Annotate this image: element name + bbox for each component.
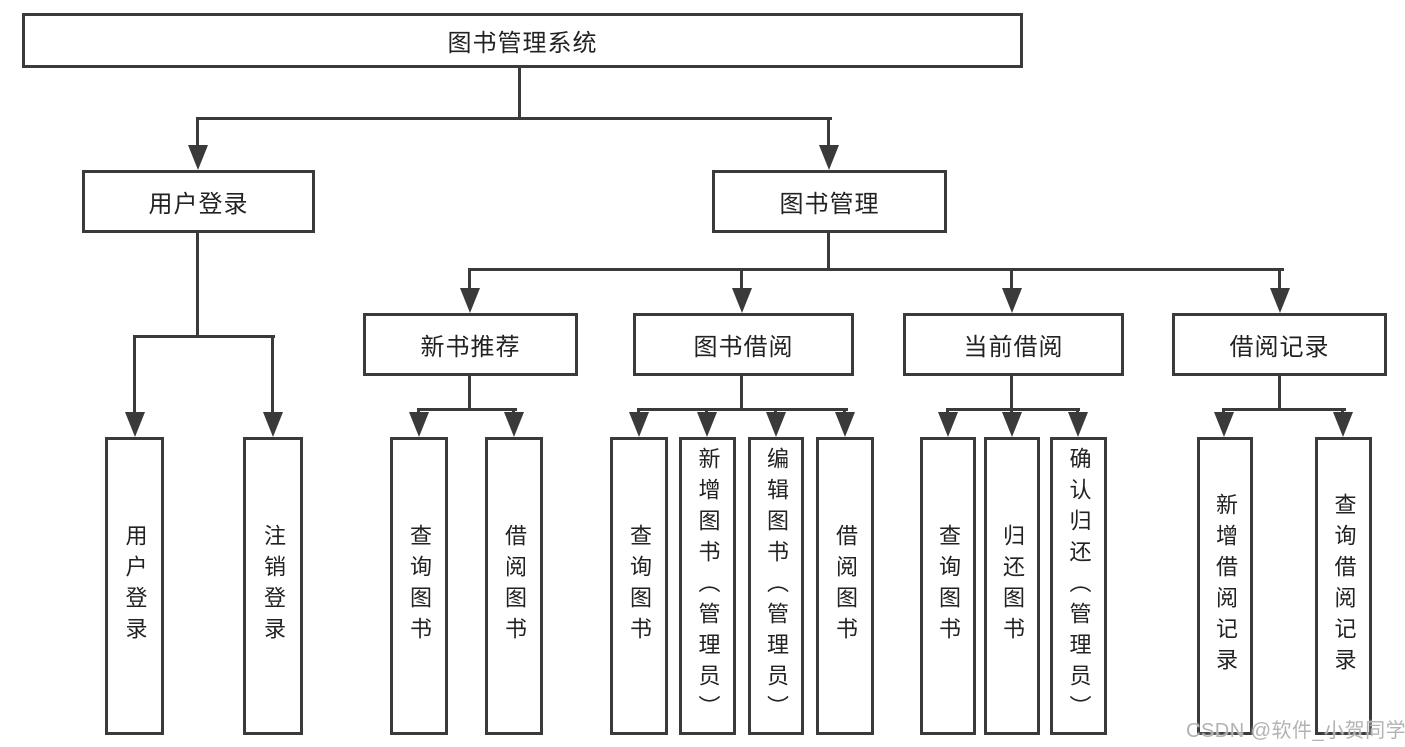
node-user-login: 用户登录	[82, 170, 315, 233]
node-new-book-recommend-label: 新书推荐	[420, 334, 521, 361]
arrowhead-down-icon	[938, 412, 958, 437]
arrowhead-down-icon	[1333, 412, 1353, 437]
node-borrow-records-label: 借阅记录	[1229, 334, 1330, 361]
arrowhead-down-icon	[835, 412, 855, 437]
edge-line	[196, 232, 199, 336]
edge-line	[1010, 268, 1013, 293]
edge-line	[740, 375, 743, 409]
arrowhead-down-icon	[263, 412, 283, 437]
edge-line	[1278, 376, 1281, 409]
leaf-cb-query-book: 查询图书	[920, 437, 976, 735]
leaf-bb-query-book-label: 查询图书	[627, 524, 652, 648]
leaf-cb-return-book: 归还图书	[984, 437, 1040, 735]
node-user-login-label: 用户登录	[148, 191, 249, 218]
arrowhead-down-icon	[460, 288, 480, 313]
arrowhead-down-icon	[1002, 412, 1022, 437]
edge-line	[827, 117, 830, 149]
leaf-bb-edit-book: 编辑图书（管理员）	[748, 437, 804, 735]
node-new-book-recommend: 新书推荐	[363, 313, 578, 376]
leaf-bb-add-book: 新增图书（管理员）	[679, 437, 736, 735]
leaf-bb-borrow-book-label: 借阅图书	[833, 524, 858, 648]
node-root-label: 图书管理系统	[447, 30, 598, 57]
node-current-borrow: 当前借阅	[903, 313, 1124, 376]
leaf-nbr-borrow-book: 借阅图书	[485, 437, 543, 735]
leaf-br-query-record: 查询借阅记录	[1315, 437, 1372, 735]
node-book-management-label: 图书管理	[779, 191, 880, 218]
arrowhead-down-icon	[409, 412, 429, 437]
edge-line	[827, 232, 830, 270]
leaf-cb-confirm-return: 确认归还（管理员）	[1050, 437, 1107, 735]
leaf-br-add-record: 新增借阅记录	[1197, 437, 1253, 735]
arrowhead-down-icon	[125, 412, 145, 437]
edge-line	[740, 268, 743, 293]
arrowhead-down-icon	[697, 412, 717, 437]
leaf-cb-confirm-return-label: 确认归还（管理员）	[1066, 446, 1092, 726]
node-book-borrow: 图书借阅	[633, 313, 854, 376]
leaf-br-query-record-label: 查询借阅记录	[1331, 493, 1357, 679]
edge-line	[196, 117, 832, 120]
edge-line	[468, 376, 471, 409]
edge-line	[468, 268, 471, 293]
leaf-bb-borrow-book: 借阅图书	[816, 437, 874, 735]
leaf-nbr-query-book: 查询图书	[390, 437, 448, 735]
edge-line	[133, 335, 275, 338]
edge-line	[196, 117, 199, 149]
leaf-bb-query-book: 查询图书	[610, 437, 668, 735]
edge-line	[271, 335, 274, 415]
leaf-user-login-label: 用户登录	[122, 524, 148, 648]
node-current-borrow-label: 当前借阅	[963, 334, 1064, 361]
leaf-bb-edit-book-label: 编辑图书（管理员）	[764, 446, 789, 726]
arrowhead-down-icon	[1270, 288, 1290, 313]
node-book-borrow-label: 图书借阅	[693, 334, 794, 361]
edge-line	[133, 335, 136, 415]
leaf-cb-return-book-label: 归还图书	[1000, 524, 1025, 648]
leaf-user-login: 用户登录	[105, 437, 164, 735]
arrowhead-down-icon	[766, 412, 786, 437]
edge-line	[1278, 268, 1281, 293]
leaf-cb-query-book-label: 查询图书	[936, 524, 961, 648]
leaf-nbr-borrow-book-label: 借阅图书	[502, 524, 527, 648]
leaf-logout: 注销登录	[243, 437, 303, 735]
node-book-management: 图书管理	[712, 170, 947, 233]
edge-line	[468, 268, 1284, 271]
node-root: 图书管理系统	[22, 13, 1023, 68]
leaf-bb-add-book-label: 新增图书（管理员）	[695, 446, 721, 726]
arrowhead-down-icon	[504, 412, 524, 437]
csdn-watermark: CSDN @软件_小贺同学	[1186, 720, 1405, 742]
edge-line	[417, 408, 517, 411]
leaf-logout-label: 注销登录	[261, 524, 286, 648]
arrowhead-down-icon	[819, 145, 839, 170]
edge-line	[946, 408, 1080, 411]
arrowhead-down-icon	[1002, 288, 1022, 313]
arrowhead-down-icon	[1068, 412, 1088, 437]
edge-line	[518, 68, 521, 117]
leaf-nbr-query-book-label: 查询图书	[407, 524, 432, 648]
edge-line	[1010, 375, 1013, 409]
edge-line	[637, 408, 848, 411]
arrowhead-down-icon	[1214, 412, 1234, 437]
arrowhead-down-icon	[188, 145, 208, 170]
node-borrow-records: 借阅记录	[1172, 313, 1387, 376]
arrowhead-down-icon	[629, 412, 649, 437]
arrowhead-down-icon	[732, 288, 752, 313]
edge-line	[1222, 408, 1346, 411]
leaf-br-add-record-label: 新增借阅记录	[1213, 493, 1238, 679]
